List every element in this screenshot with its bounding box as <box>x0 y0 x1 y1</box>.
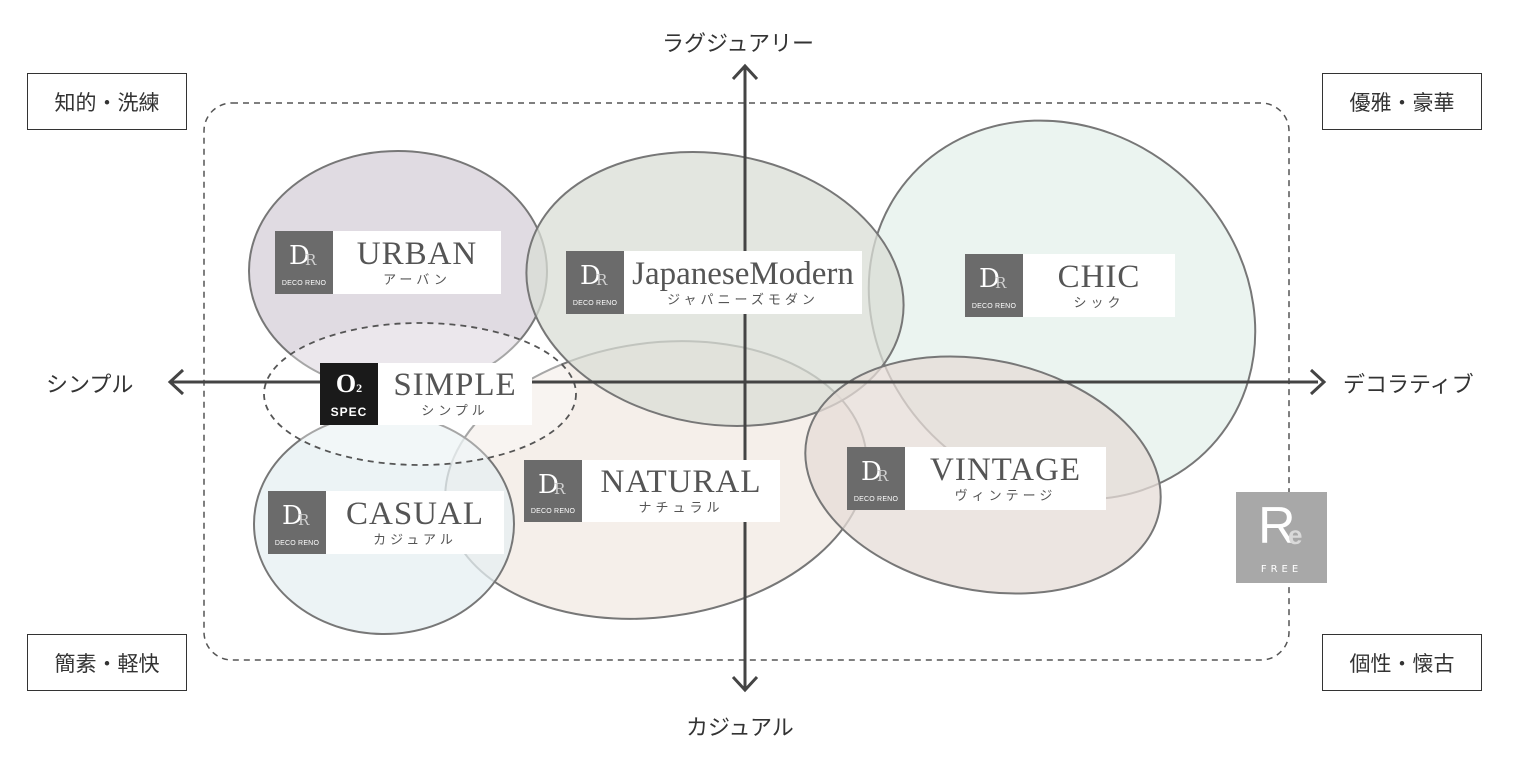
style-name-ja: アーバン <box>383 272 451 288</box>
style-name-en: CASUAL <box>345 495 485 532</box>
deco-reno-brand: DECO RENO <box>281 280 327 287</box>
style-name-ja: ナチュラル <box>638 501 724 516</box>
style-name-en: URBAN <box>356 235 478 272</box>
corner-bottom-left: 簡素・軽快 <box>27 634 187 691</box>
o2-mark: O <box>335 369 357 398</box>
arrow-up-icon <box>731 63 759 81</box>
arrow-left-icon <box>167 368 185 396</box>
deco-reno-brand: DECO RENO <box>572 300 618 307</box>
style-name-en: NATURAL <box>600 464 762 500</box>
re-free-text: FREE <box>1260 564 1303 575</box>
corner-top-left: 知的・洗練 <box>27 73 187 130</box>
style-name-ja: シンプル <box>421 404 489 419</box>
deco-reno-brand: DECO RENO <box>274 540 320 547</box>
deco-reno-brand: DECO RENO <box>530 508 576 515</box>
deco-reno-brand: DECO RENO <box>853 496 899 503</box>
corner-bottom-right: 個性・懐古 <box>1322 634 1482 691</box>
arrow-right-icon <box>1309 368 1327 396</box>
re-free-r: R <box>1258 497 1296 555</box>
deco-reno-brand: DECO RENO <box>971 303 1017 310</box>
style-name-en: SIMPLE <box>393 367 517 403</box>
style-label-simple: O2 SPEC SIMPLE シンプル <box>320 363 532 425</box>
axis-label-top: ラグジュアリー <box>662 32 815 57</box>
style-name-en: VINTAGE <box>930 451 1081 488</box>
axis-label-bottom: カジュアル <box>686 716 794 741</box>
style-name-ja: ジャパニーズモダン <box>667 292 819 308</box>
style-name-en: JapaneseModern <box>632 255 854 292</box>
style-name-ja: ヴィンテージ <box>954 488 1057 504</box>
axis-label-left: シンプル <box>46 373 134 398</box>
axis-label-right: デコラティブ <box>1343 373 1474 398</box>
corner-top-right: 優雅・豪華 <box>1322 73 1482 130</box>
o2-spec-logo: O2 SPEC <box>320 363 378 425</box>
arrow-down-icon <box>731 675 759 693</box>
re-free-e: e <box>1288 520 1303 550</box>
re-free-logo: R e FREE <box>1236 492 1327 583</box>
o2-subscript: 2 <box>356 381 363 395</box>
spec-text: SPEC <box>330 405 368 419</box>
style-name-ja: カジュアル <box>373 532 457 548</box>
style-name-en: CHIC <box>1057 258 1141 295</box>
style-name-ja: シック <box>1073 295 1125 311</box>
